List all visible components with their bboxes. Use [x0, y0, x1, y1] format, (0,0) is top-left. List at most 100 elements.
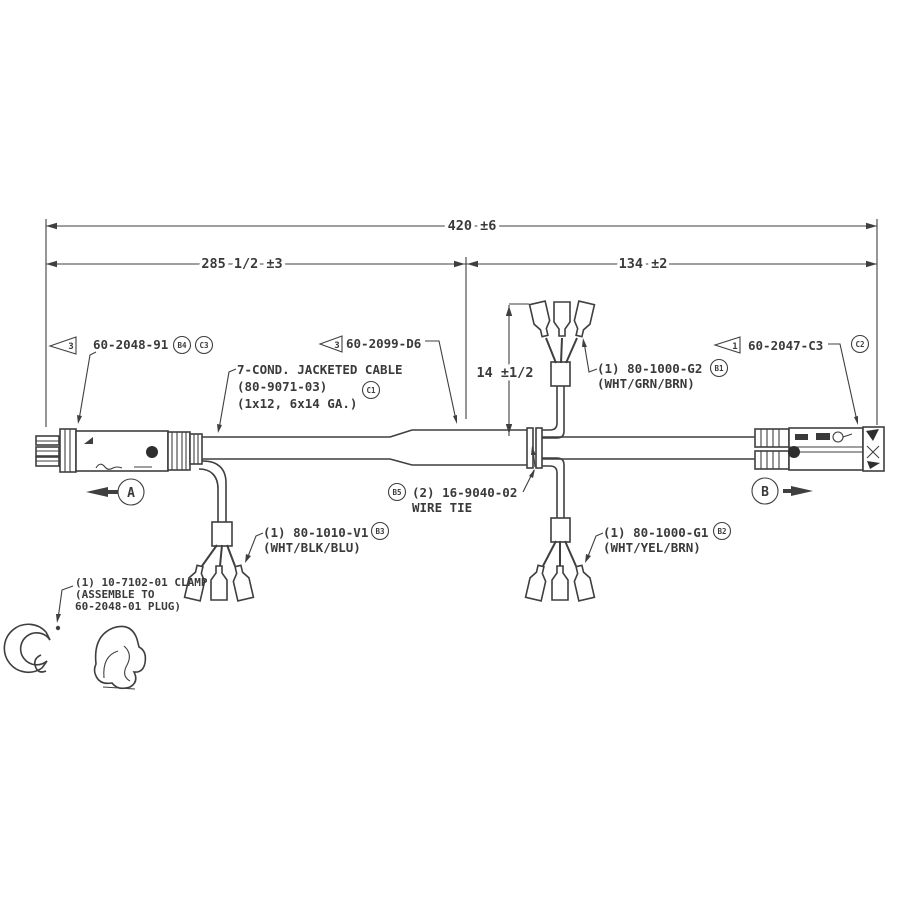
clamp-strap-curve	[123, 645, 131, 682]
terminal-wire	[560, 337, 563, 364]
dim-arrow-icon	[505, 306, 513, 316]
leader-line	[828, 343, 858, 422]
leader-line	[78, 351, 97, 421]
wire-tie	[526, 427, 534, 469]
view-letter-a: A	[127, 486, 135, 501]
balloon-icon	[712, 521, 732, 541]
balloon-icon	[709, 358, 729, 378]
revision-flag-icon	[713, 336, 741, 354]
rib-lines	[760, 429, 780, 469]
wire-tie	[535, 427, 543, 469]
clamp-note-line2: (ASSEMBLE TO	[75, 588, 155, 601]
terminal-wire	[545, 337, 557, 364]
cable-collar	[189, 433, 203, 465]
branch-down-right	[524, 457, 596, 602]
blade-terminal	[232, 564, 255, 602]
end-cap-detail	[866, 445, 880, 459]
cable-note-line2: (80-9071-03)	[237, 379, 327, 394]
branch-wire	[199, 460, 227, 523]
blade-terminal	[524, 564, 547, 602]
branch-up-line1: (1) 80-1000-G2	[597, 361, 702, 376]
clamp-tab	[55, 625, 61, 631]
dim-arrow-icon	[505, 424, 513, 434]
branch-up-line2: (WHT/GRN/BRN)	[597, 376, 695, 391]
plug-button	[146, 446, 158, 458]
view-arrow-tail	[783, 489, 791, 493]
cable-jacket-top	[389, 429, 529, 438]
view-arrow-right-icon	[791, 486, 813, 496]
terminal-wire	[542, 540, 557, 567]
branch-wire	[540, 385, 565, 439]
leader-arrow-icon	[854, 416, 858, 425]
clamp-open-outer	[3, 623, 47, 673]
leader-arrow-icon	[77, 415, 82, 424]
leader-arrow-icon	[582, 338, 587, 347]
balloon-icon	[850, 334, 870, 354]
balloon-icon	[370, 521, 390, 541]
view-arrow-tail	[108, 490, 118, 494]
leader-arrow-icon	[56, 614, 61, 623]
flag-number: 3	[334, 341, 339, 351]
leader-arrow-icon	[531, 446, 536, 455]
dim-right-segment-text: 134 ±2	[619, 256, 668, 272]
balloon-label: C2	[855, 340, 864, 349]
view-label-b: B	[751, 477, 813, 505]
main-cable	[202, 429, 755, 466]
dim-arrow-icon	[454, 260, 465, 268]
wire-ties	[526, 427, 543, 469]
balloon-label: B3	[375, 527, 385, 536]
cable-entry-ribs-bottom	[754, 450, 790, 470]
branch-wire	[198, 468, 219, 523]
leader-arrow-icon	[245, 554, 251, 563]
balloon-label: B4	[177, 341, 187, 350]
leader-arrow-icon	[585, 554, 591, 563]
view-arrow-left-icon	[86, 487, 108, 497]
branch-wire	[540, 457, 565, 519]
wire-tie-line2: WIRE TIE	[412, 500, 472, 515]
dim-arrow-icon	[866, 260, 877, 268]
left-plug-part-number: 60-2048-91	[93, 337, 168, 352]
callout-wire-tie: B5 (2) 16-9040-02 WIRE TIE	[387, 446, 536, 515]
dim-arrow-icon	[467, 260, 478, 268]
dim-overall-text: 420 ±6	[448, 218, 497, 234]
branch-down-left	[183, 460, 255, 602]
branch-sleeve	[211, 521, 233, 547]
plug-flange	[59, 428, 77, 473]
branch-down-right-line1: (1) 80-1000-G1	[603, 525, 708, 540]
terminal-wire	[219, 544, 223, 567]
clamp-note-line3: 60-2048-01 PLUG)	[75, 600, 181, 613]
cable-entry-ribs-top	[754, 428, 790, 448]
balloon-label: B1	[714, 364, 724, 373]
leader-line	[583, 341, 598, 373]
cable-jacket-bottom	[389, 458, 529, 466]
view-circle	[751, 477, 779, 505]
clamp-edge	[45, 631, 51, 641]
branch-sleeve	[550, 361, 571, 387]
clamp-sketches	[3, 623, 147, 690]
branch-down-left-line2: (WHT/BLK/BLU)	[263, 540, 361, 555]
balloon-icon	[194, 335, 214, 355]
blade-terminal	[573, 564, 596, 602]
blade-terminal	[210, 565, 228, 601]
balloon-icon	[361, 380, 381, 400]
view-circle	[117, 478, 145, 506]
flag-number: 1	[732, 342, 737, 352]
flag-number: 3	[68, 342, 73, 352]
leader-line	[425, 340, 457, 421]
terminal-wire	[565, 337, 578, 364]
branch-wire	[540, 465, 558, 519]
leader-line	[218, 368, 237, 430]
leader-arrow-icon	[529, 469, 535, 478]
branch-up	[528, 300, 596, 439]
terminal-wire	[201, 544, 218, 567]
branch-sleeve	[550, 517, 571, 543]
molded-arrow-icon	[84, 437, 93, 444]
balloon-label: B2	[717, 527, 726, 536]
dimension-lines: 420 ±6 285 1/2 ±3 134 ±2 14 ±1/2	[45, 215, 878, 436]
revision-flag-icon	[48, 336, 77, 355]
leader-line	[586, 532, 604, 560]
balloon-label: C1	[366, 386, 376, 395]
view-letter-b: B	[761, 485, 769, 500]
